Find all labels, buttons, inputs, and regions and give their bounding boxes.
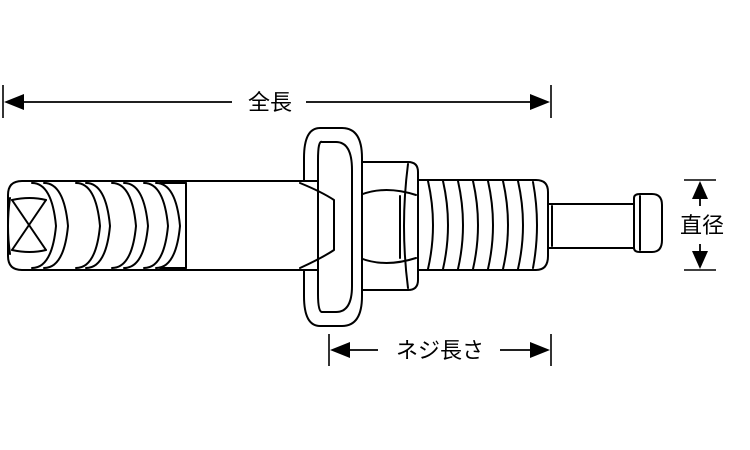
sleeve-body bbox=[7, 180, 319, 271]
pin-head bbox=[633, 193, 663, 253]
anchor-sleeve bbox=[7, 180, 335, 271]
thread-crests bbox=[427, 180, 538, 270]
thread-length-dimension: ネジ長さ bbox=[328, 334, 552, 366]
washer-inner-rim bbox=[335, 141, 353, 313]
diameter-label: 直径 bbox=[680, 214, 724, 239]
hex-nut bbox=[355, 161, 419, 291]
overall-length-label: 全長 bbox=[248, 91, 292, 116]
tip-cross-b bbox=[11, 199, 47, 251]
nut-chamfer bbox=[403, 163, 409, 289]
pin-shaft bbox=[539, 203, 635, 249]
thread-length-label: ネジ長さ bbox=[396, 339, 484, 364]
pin bbox=[539, 193, 663, 253]
threaded-section bbox=[417, 179, 549, 271]
thread-length-arrow-right bbox=[530, 342, 550, 358]
tip-edge bbox=[7, 197, 11, 255]
tip-cross-bottom bbox=[11, 249, 47, 253]
overall-length-arrow-right bbox=[530, 94, 550, 110]
nut-facet-bottom bbox=[359, 257, 417, 264]
sleeve-tip bbox=[7, 197, 47, 255]
tip-cross-top bbox=[11, 197, 47, 201]
overall-length-dimension: 全長 bbox=[2, 85, 552, 118]
thread-length-arrow-left bbox=[330, 342, 350, 358]
diameter-arrow-top bbox=[692, 181, 708, 199]
nut-body bbox=[355, 161, 419, 291]
diameter-dimension: 直径 bbox=[680, 179, 724, 271]
sleeve-neck-shadow bbox=[299, 182, 335, 269]
diameter-arrow-bottom bbox=[692, 251, 708, 269]
nut-facet-top bbox=[359, 189, 417, 196]
expansion-rings bbox=[31, 182, 181, 269]
overall-length-arrow-left bbox=[4, 94, 24, 110]
thread-body bbox=[417, 179, 549, 271]
